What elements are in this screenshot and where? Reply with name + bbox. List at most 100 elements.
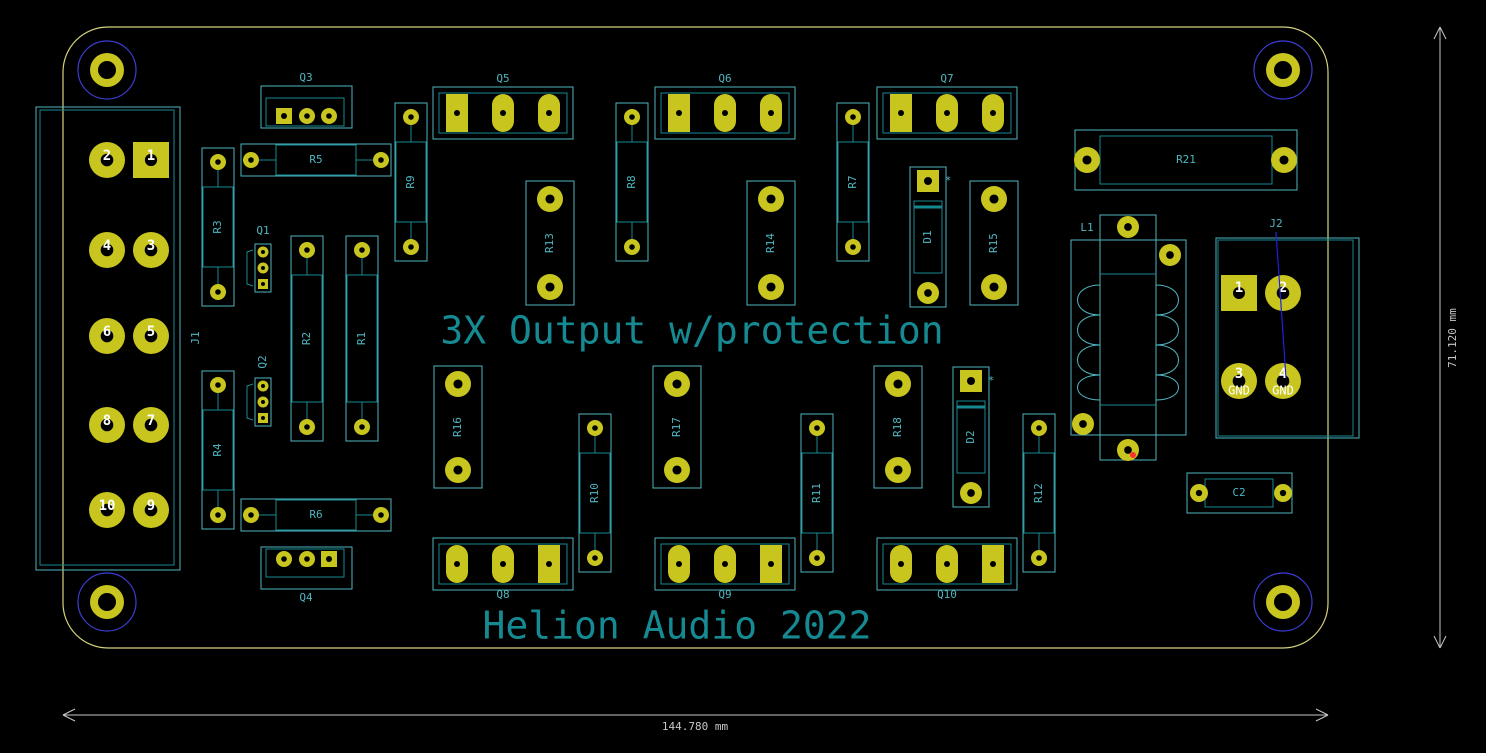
mount-hole-drill xyxy=(98,593,116,611)
R6-pad-2-drill xyxy=(378,512,384,518)
mount-hole-drill xyxy=(1274,593,1292,611)
R11-courtyard xyxy=(800,413,834,573)
Q3-pad-2-drill xyxy=(304,113,310,119)
j1-pin-6-pad-drill xyxy=(100,329,114,343)
R1-pad-1-drill xyxy=(359,247,365,253)
j1-pin-9-pad-drill xyxy=(144,503,158,517)
R15-pad-2-drill xyxy=(989,282,999,292)
R4-pad-2-drill xyxy=(215,512,221,518)
R17-ref: R17 xyxy=(670,417,683,437)
Q3-courtyard xyxy=(260,85,353,129)
board-title-text: 3X Output w/protection xyxy=(440,309,943,353)
J2-courtyard xyxy=(1215,237,1360,439)
J2-pad-3-drill xyxy=(1232,374,1246,388)
dimension-arrow xyxy=(1439,635,1447,649)
Q4-courtyard xyxy=(260,546,353,590)
R18-pad-2-drill xyxy=(893,465,903,475)
Q3-outline xyxy=(265,97,345,127)
R2-pad-1-drill xyxy=(304,247,310,253)
R5-pad-2-drill xyxy=(378,157,384,163)
J2-outline xyxy=(1217,239,1354,437)
dimension-arrow xyxy=(62,708,76,716)
j1-pin-8-number: 8 xyxy=(103,413,111,429)
Q10-pad-1-drill xyxy=(898,561,904,567)
R13-courtyard xyxy=(525,180,575,306)
Q5-pad-2-drill xyxy=(500,110,506,116)
Q6-ref: Q6 xyxy=(718,72,731,85)
Q6-pad-1-drill xyxy=(676,110,682,116)
Q4-ref: Q4 xyxy=(299,591,313,604)
j1-pin-5-number: 5 xyxy=(147,324,155,340)
Q3-pad-3-drill xyxy=(326,113,332,119)
dimension-arrow xyxy=(1315,714,1329,722)
R14-pad-2-drill xyxy=(766,282,776,292)
ratsnest-line xyxy=(1275,231,1287,379)
R16-pad-1-drill xyxy=(453,379,463,389)
Q7-pad-3-drill xyxy=(990,110,996,116)
R2-courtyard xyxy=(290,235,324,442)
j1-courtyard xyxy=(35,106,181,571)
R8-ref: R8 xyxy=(625,175,638,188)
Q7-pad-1-drill xyxy=(898,110,904,116)
j1-pin-2-pad-drill xyxy=(100,153,114,167)
Q5-outline xyxy=(438,92,568,134)
R6-ref: R6 xyxy=(309,508,322,521)
Q3-ref: Q3 xyxy=(299,71,312,84)
R21-ref: R21 xyxy=(1176,153,1196,166)
R21-pad-1-drill xyxy=(1082,155,1092,165)
j1-pin-7-number: 7 xyxy=(147,413,155,429)
Q9-ref: Q9 xyxy=(718,588,731,601)
R6-courtyard xyxy=(240,498,392,532)
D2-drill xyxy=(967,377,975,385)
j1-pin-10-number: 10 xyxy=(99,498,116,514)
R14-courtyard xyxy=(746,180,796,306)
L1-pad-4-drill xyxy=(1124,446,1132,454)
R1-pad-2-drill xyxy=(359,424,365,430)
D2-ref: D2 xyxy=(964,430,977,443)
board-credit-text: Helion Audio 2022 xyxy=(483,604,872,648)
R13-pad-2-drill xyxy=(545,282,555,292)
D2-body xyxy=(956,400,986,474)
R17-pad-1-drill xyxy=(672,379,682,389)
Q1-outline xyxy=(246,249,254,287)
R10-pad-1-drill xyxy=(592,425,598,431)
Q7-pad-2-drill xyxy=(944,110,950,116)
j1-pin-1-number: 1 xyxy=(147,148,155,164)
Q2-courtyard xyxy=(254,377,272,427)
dimension-arrow xyxy=(62,714,76,722)
j1-pin-4-number: 4 xyxy=(103,238,111,254)
R9-pad-1-drill xyxy=(408,114,414,120)
D2-marker: * xyxy=(988,374,995,387)
Q3-drill xyxy=(281,113,287,119)
Q5-ref: Q5 xyxy=(496,72,509,85)
R4-pad-1-drill xyxy=(215,382,221,388)
j1-pin-2-number: 2 xyxy=(103,148,111,164)
D1-ref: D1 xyxy=(921,230,934,243)
Q9-pad-3-drill xyxy=(768,561,774,567)
j1-pin-4-pad-drill xyxy=(100,243,114,257)
mount-hole-drill xyxy=(1274,61,1292,79)
L1-coil-right xyxy=(1155,284,1179,401)
Q2-ref: Q2 xyxy=(256,355,269,368)
Q4-outline xyxy=(265,548,345,578)
mount-hole-ring xyxy=(1253,572,1313,632)
Q10-courtyard xyxy=(876,537,1018,591)
board-edge-outline xyxy=(62,26,1329,649)
L1-ref: L1 xyxy=(1080,221,1093,234)
j1-pin-8-pad-drill xyxy=(100,418,114,432)
j1-pin-9-number: 9 xyxy=(147,498,155,514)
L1-courtyard xyxy=(1070,239,1187,436)
R16-courtyard xyxy=(433,365,483,489)
R12-ref: R12 xyxy=(1032,483,1045,503)
Q4-drill xyxy=(326,556,332,562)
width-dimension-label: 144.780 mm xyxy=(662,720,729,733)
j1-ref: J1 xyxy=(189,331,202,344)
R10-ref: R10 xyxy=(588,483,601,503)
Q2-drill xyxy=(261,400,265,404)
R17-pad-2-drill xyxy=(672,465,682,475)
R5-ref: R5 xyxy=(309,153,322,166)
C2-pad-1-drill xyxy=(1195,489,1203,497)
Q7-ref: Q7 xyxy=(940,72,953,85)
Q2-outline xyxy=(246,383,254,421)
